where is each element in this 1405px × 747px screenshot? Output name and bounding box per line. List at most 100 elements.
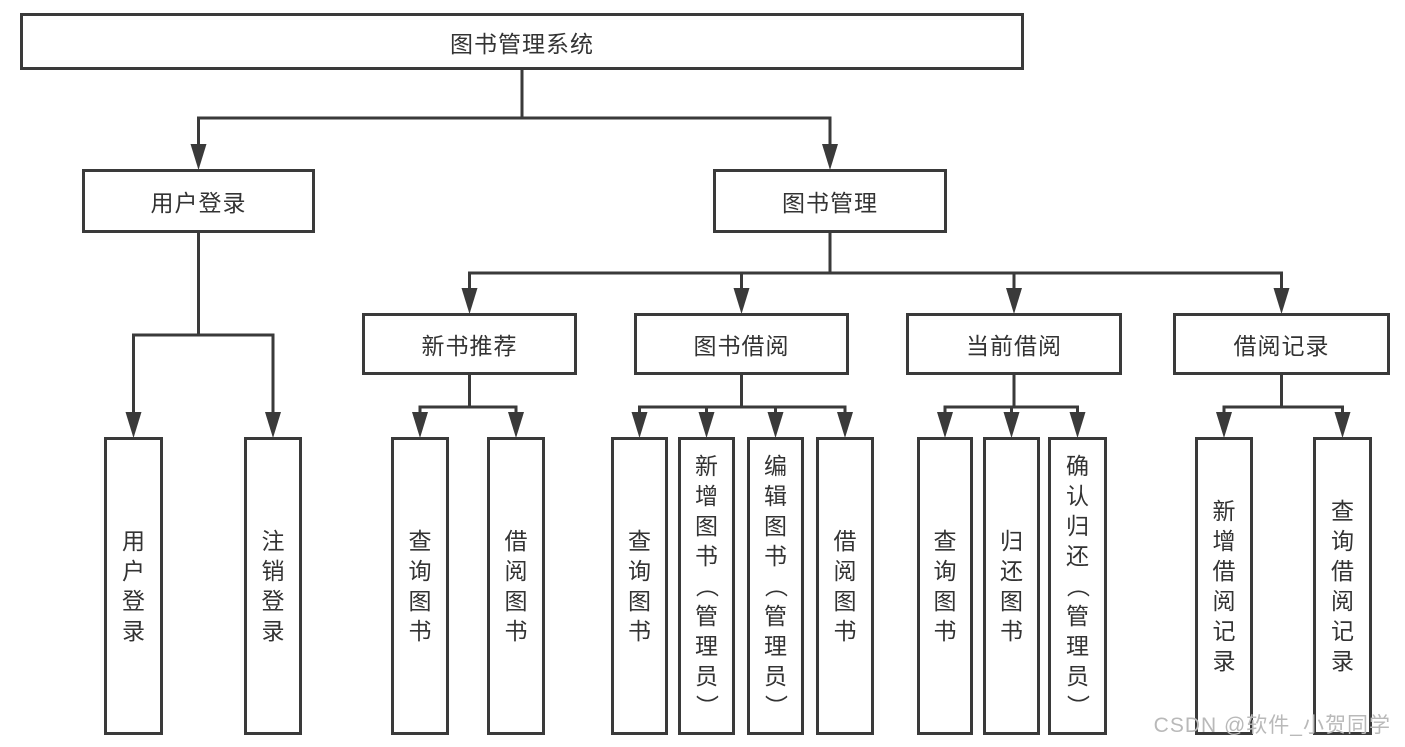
node-label-char: 图 — [933, 588, 957, 614]
node-label-char: 询 — [628, 558, 651, 584]
node-leaf-bor-add: 新增图书（管理员） — [678, 437, 735, 735]
node-label-char: （ — [1064, 574, 1091, 598]
node-label-char: 查 — [628, 528, 651, 554]
node-leaf-cur-query: 查询图书 — [917, 437, 973, 735]
node-label-char: 询 — [1331, 528, 1354, 554]
arrowhead — [412, 412, 428, 438]
node-label-char: 理 — [695, 633, 718, 659]
arrowhead — [822, 144, 838, 170]
node-label-char: ） — [762, 694, 789, 718]
arrowhead — [125, 412, 142, 438]
arrowhead — [1003, 412, 1020, 438]
arrowhead — [1069, 412, 1086, 438]
node-label-char: 销 — [261, 558, 285, 584]
node-label-char: 理 — [764, 633, 787, 659]
node-label-char: 图 — [833, 588, 857, 614]
node-label: 用户登录 — [121, 526, 147, 646]
node-label-char: 还 — [1066, 543, 1089, 569]
arrowhead — [265, 412, 281, 438]
node-label-char: 录 — [261, 618, 285, 644]
node-label: 用户登录 — [150, 190, 247, 216]
node-label-char: 认 — [1066, 483, 1089, 509]
node-leaf-login: 用户登录 — [104, 437, 163, 735]
arrowhead — [837, 412, 853, 438]
node-label: 新书推荐 — [421, 333, 518, 359]
node-label-char: 还 — [1000, 558, 1023, 584]
node-label: 借阅记录 — [1233, 333, 1330, 359]
node-label-char: 阅 — [1212, 588, 1236, 614]
node-label-char: 员 — [695, 663, 718, 689]
node-label-char: 书 — [695, 543, 718, 569]
node-label: 新增借阅记录 — [1211, 496, 1237, 676]
node-new-book-rec: 新书推荐 — [362, 313, 577, 375]
node-label: 图书管理 — [782, 190, 878, 216]
arrowhead — [631, 412, 648, 438]
node-label-char: （ — [693, 574, 720, 598]
arrowhead — [1006, 288, 1022, 314]
node-label-char: 查 — [933, 528, 957, 554]
node-borrow-records: 借阅记录 — [1173, 313, 1390, 375]
arrowhead — [767, 412, 784, 438]
node-label: 归还图书 — [999, 526, 1025, 646]
node-label-char: 借 — [1331, 558, 1354, 584]
node-label: 新增图书（管理员） — [694, 451, 720, 721]
node-label-char: 借 — [504, 528, 528, 554]
node-label-char: 归 — [1000, 528, 1023, 554]
node-label-char: 确 — [1066, 453, 1089, 479]
node-label-char: 新 — [1212, 498, 1236, 524]
node-current-borrow: 当前借阅 — [906, 313, 1122, 375]
node-leaf-bor-edit: 编辑图书（管理员） — [747, 437, 804, 735]
watermark: CSDN @软件_小贺同学 — [1153, 714, 1391, 737]
node-label-char: ） — [693, 694, 720, 718]
arrowhead — [698, 412, 715, 438]
node-leaf-cur-confirm: 确认归还（管理员） — [1048, 437, 1107, 735]
node-label: 当前借阅 — [966, 333, 1062, 359]
node-label-char: 借 — [1212, 558, 1236, 584]
node-label-char: 询 — [408, 558, 432, 584]
node-label-char: 员 — [764, 663, 787, 689]
node-label-char: 图 — [1000, 588, 1023, 614]
node-label-char: 阅 — [833, 558, 857, 584]
node-label: 查询借阅记录 — [1330, 496, 1356, 676]
node-label-char: 注 — [261, 528, 285, 554]
arrowhead — [1216, 412, 1232, 438]
node-label: 图书借阅 — [693, 333, 790, 359]
node-leaf-recd-add: 新增借阅记录 — [1195, 437, 1253, 735]
node-label-char: 录 — [1331, 648, 1354, 674]
node-label: 查询图书 — [407, 526, 433, 646]
node-label-char: 图 — [764, 513, 787, 539]
node-leaf-rec-borrow: 借阅图书 — [487, 437, 545, 735]
node-label-char: 新 — [695, 453, 718, 479]
node-root: 图书管理系统 — [20, 13, 1024, 70]
node-label-char: 图 — [628, 588, 651, 614]
node-label-char: 书 — [1000, 618, 1023, 644]
node-label-char: 书 — [833, 618, 857, 644]
node-user-login: 用户登录 — [82, 169, 315, 233]
node-label-char: 查 — [408, 528, 432, 554]
node-label-char: 图 — [695, 513, 718, 539]
node-label-char: 书 — [504, 618, 528, 644]
arrowhead — [1334, 412, 1351, 438]
node-label-char: 书 — [628, 618, 651, 644]
node-label-char: 员 — [1066, 663, 1089, 689]
node-label-char: 记 — [1331, 618, 1354, 644]
node-label: 查询图书 — [932, 526, 958, 646]
node-label: 借阅图书 — [503, 526, 529, 646]
node-label-char: 询 — [933, 558, 957, 584]
node-label: 注销登录 — [260, 526, 286, 646]
node-label-char: （ — [762, 574, 789, 598]
node-label-char: 增 — [695, 483, 718, 509]
arrowhead — [190, 144, 207, 170]
node-label-char: 登 — [122, 588, 145, 614]
node-label-char: 户 — [122, 558, 145, 584]
node-label-char: 查 — [1331, 498, 1354, 524]
node-label: 借阅图书 — [832, 526, 858, 646]
node-leaf-bor-query: 查询图书 — [611, 437, 668, 735]
node-label-char: 记 — [1212, 618, 1236, 644]
node-label: 编辑图书（管理员） — [763, 451, 789, 721]
node-leaf-cur-return: 归还图书 — [983, 437, 1040, 735]
node-label-char: 阅 — [504, 558, 528, 584]
node-label-char: 用 — [122, 528, 145, 554]
